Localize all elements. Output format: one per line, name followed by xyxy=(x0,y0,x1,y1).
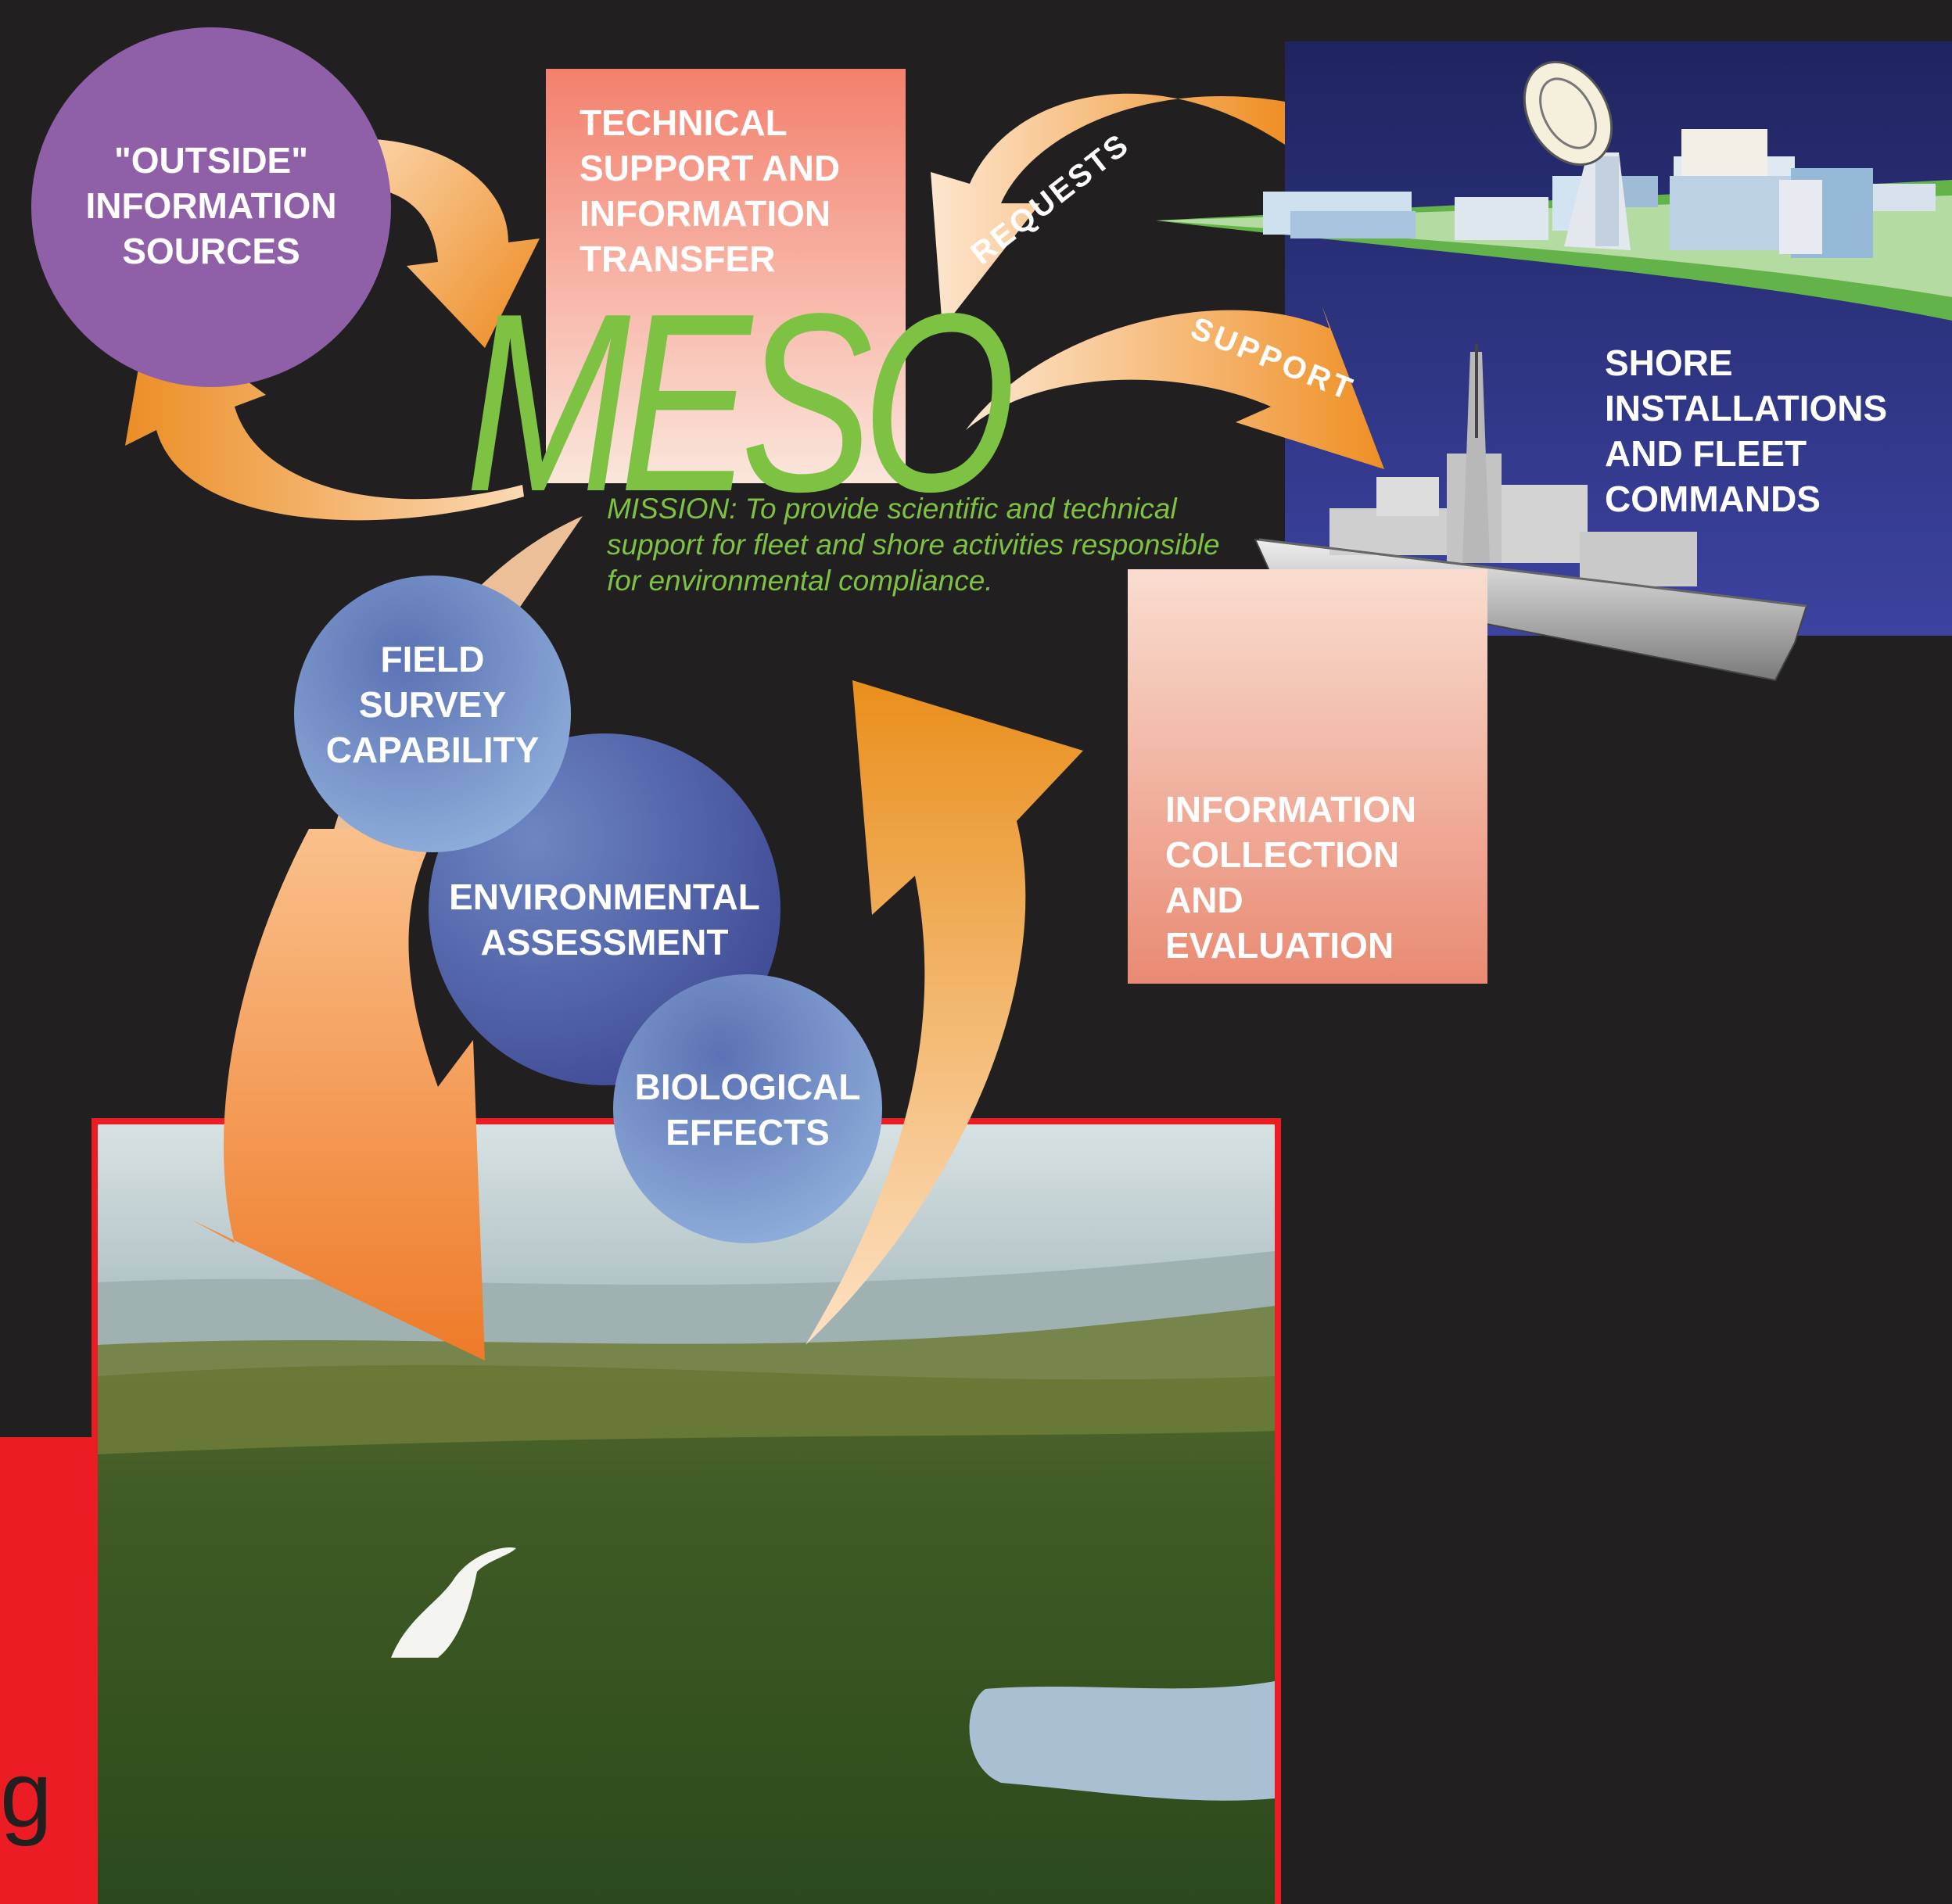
info-box xyxy=(1128,569,1487,984)
arrow-down-to-marsh xyxy=(192,829,485,1361)
side-tab-glyph: g xyxy=(0,1742,52,1847)
technical-box xyxy=(546,69,906,483)
shore-buildings xyxy=(1263,60,1936,258)
field-survey-circle xyxy=(294,576,571,852)
arrow-requests xyxy=(931,93,1285,328)
arrow-up-from-marsh xyxy=(806,680,1083,1345)
information-collection-label: INFORMATION COLLECTION AND EVALUATION xyxy=(1165,789,1417,966)
arrow-meso-to-outside xyxy=(125,309,524,521)
field-survey-label: FIELD SURVEY CAPABILITY xyxy=(325,639,540,770)
meso-title: MESO xyxy=(465,260,1016,544)
arrow-support xyxy=(966,305,1384,469)
shore-installations-label: SHORE INSTALLATIONS AND FLEET COMMANDS xyxy=(1605,342,1888,519)
technical-support-label: TECHNICAL SUPPORT AND INFORMATION TRANSF… xyxy=(580,102,841,279)
outside-sources-label: "OUTSIDE" INFORMATION SOURCES xyxy=(85,140,337,271)
biological-effects-label: BIOLOGICAL EFFECTS xyxy=(634,1067,861,1153)
mission-statement: MISSION: To provide scientific and techn… xyxy=(607,493,1220,597)
arrow-outside-to-meso xyxy=(368,139,540,348)
environmental-assessment-label: ENVIRONMENTAL ASSESSMENT xyxy=(449,877,760,963)
biological-circle xyxy=(613,974,882,1243)
red-side-tab xyxy=(0,1437,96,1904)
outside-sources-circle xyxy=(31,27,391,387)
